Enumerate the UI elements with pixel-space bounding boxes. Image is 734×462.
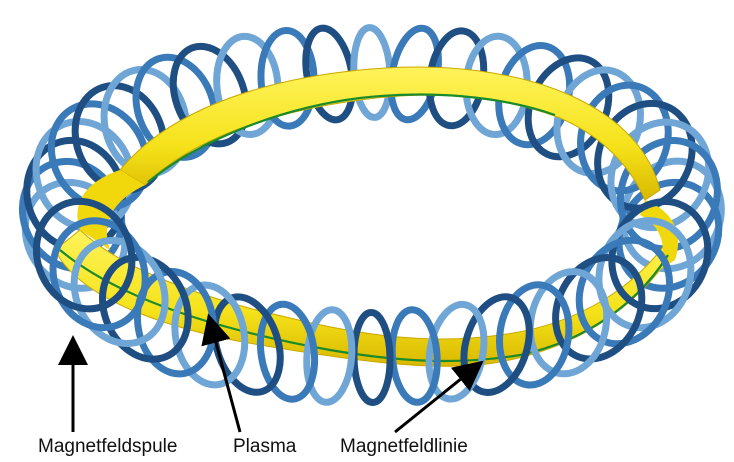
label-plasma: Plasma bbox=[233, 436, 296, 458]
label-magnetfeldspule: Magnetfeldspule bbox=[38, 436, 177, 458]
label-magnetfeldlinie: Magnetfeldlinie bbox=[340, 436, 468, 458]
